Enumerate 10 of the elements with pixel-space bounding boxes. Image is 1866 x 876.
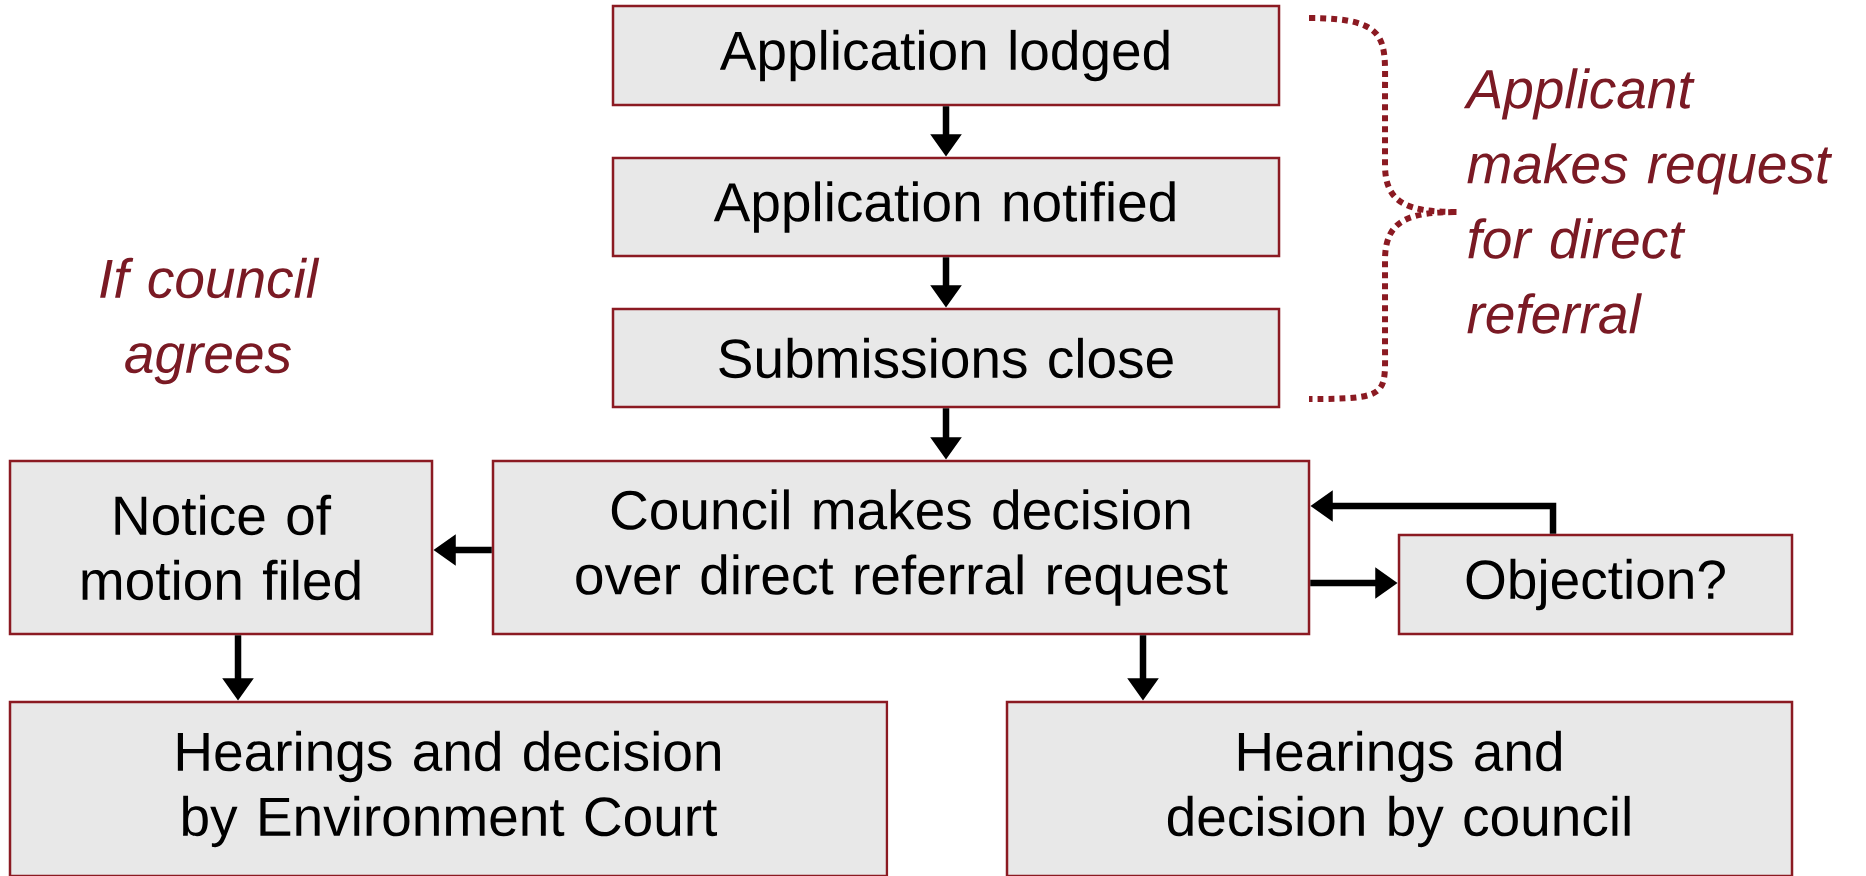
process-box: Hearings and decision by Environment Court [8,700,889,876]
process-box: Council makes decision over direct referral request [491,459,1311,636]
process-box: Submissions close [611,307,1281,409]
annotation-text: If council agrees [100,257,320,385]
annotation-text: Applicant makes request for direct referral [1463,68,1833,334]
process-box: Hearings and decision by council [1005,700,1794,876]
process-box: Objection? [1397,533,1794,636]
process-box: Notice of motion filed [8,459,434,636]
process-box: Application notified [611,156,1281,258]
process-box: Application lodged [611,4,1281,107]
